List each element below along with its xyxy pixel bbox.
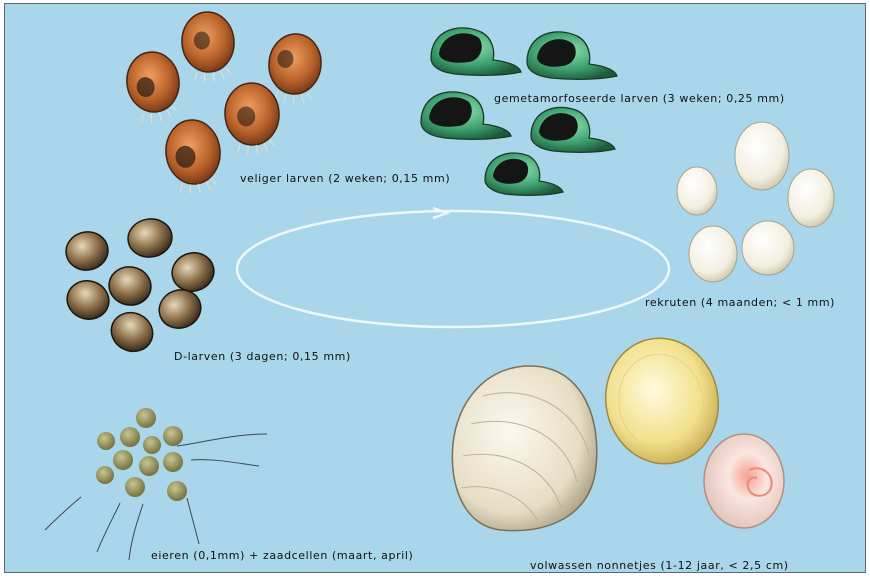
recruits-group	[677, 122, 834, 282]
adult-shell-pink	[704, 434, 784, 528]
metamorphosed-larva	[531, 107, 615, 152]
d-larva	[63, 276, 113, 324]
recruits-label: rekruten (4 maanden; < 1 mm)	[645, 296, 835, 309]
egg-cell	[143, 436, 161, 454]
veliger-label: veliger larven (2 weken; 0,15 mm)	[240, 172, 450, 185]
cycle-arrow-icon	[237, 208, 669, 327]
metamorphosed-label: gemetamorfoseerde larven (3 weken; 0,25 …	[494, 92, 785, 105]
egg-cell	[120, 427, 140, 447]
metamorphosed-larva	[485, 153, 563, 195]
life-cycle-diagram: veliger larven (2 weken; 0,15 mm) gemeta…	[4, 3, 866, 573]
d-larva	[105, 306, 159, 358]
veliger-larvae-group	[123, 10, 324, 196]
metamorphosed-larva	[527, 32, 617, 79]
diagram-artwork	[5, 4, 867, 574]
veliger-larva	[223, 81, 282, 156]
eggs-label: eieren (0,1mm) + zaadcellen (maart, apri…	[151, 549, 413, 562]
d-larva	[168, 248, 218, 296]
adult-clams-group	[452, 328, 784, 531]
d-larva	[126, 216, 175, 260]
metamorphosed-larvae-group	[421, 28, 617, 195]
eggs-sperm-group	[45, 408, 267, 560]
metamorphosed-larva	[431, 28, 521, 75]
egg-cell	[167, 481, 187, 501]
egg-cell	[125, 477, 145, 497]
egg-cell	[97, 432, 115, 450]
veliger-larva	[179, 10, 237, 84]
egg-cell	[139, 456, 159, 476]
d-larva	[106, 264, 154, 309]
recruit-shell	[735, 122, 789, 190]
egg-cell	[163, 452, 183, 472]
adult-shell-white	[452, 366, 596, 531]
d-larva	[63, 229, 111, 274]
adult-shell-yellow	[594, 328, 730, 475]
recruit-shell	[689, 226, 737, 282]
egg-cell	[96, 466, 114, 484]
recruit-shell	[788, 169, 834, 227]
egg-cell	[136, 408, 156, 428]
recruit-shell	[677, 167, 717, 215]
veliger-larva	[123, 49, 184, 126]
recruit-shell	[742, 221, 794, 275]
d-larvae-group	[63, 216, 218, 358]
egg-cell	[113, 450, 133, 470]
adults-label: volwassen nonnetjes (1-12 jaar, < 2,5 cm…	[530, 559, 789, 572]
d-larva	[154, 284, 206, 334]
egg-cell	[163, 426, 183, 446]
veliger-larva	[163, 117, 224, 195]
d-larvae-label: D-larven (3 dagen; 0,15 mm)	[174, 350, 351, 363]
